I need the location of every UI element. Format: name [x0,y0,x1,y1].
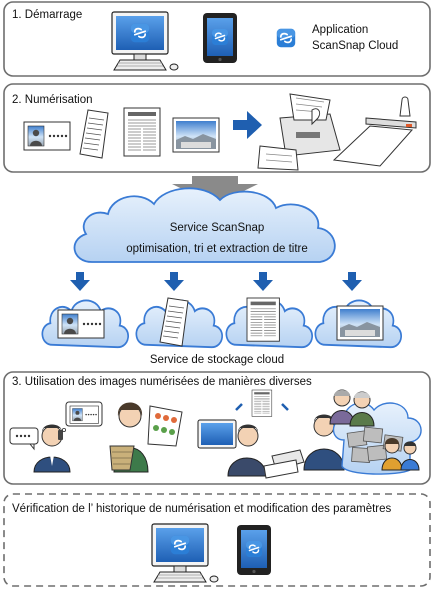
blue-down-arrow-icon [70,272,90,291]
shopping-woman-icon [109,402,183,473]
business-card-icon [23,121,71,151]
app-label-line2: ScanSnap Cloud [312,40,399,52]
panel-startup-title: 1. Démarrage [12,9,83,21]
panel-usage-title: 3. Utilisation des images numérisées de … [12,376,312,388]
photo-icon [336,305,384,341]
storage-label: Service de stockage cloud [149,354,285,366]
family-photos-icon [329,389,422,475]
business-card-icon [57,309,105,339]
document-icon [246,297,280,342]
panel-scanning-title: 2. Numérisation [12,94,93,106]
scansnap-cloud-app-icon [275,27,297,49]
panel-history-frame [3,493,431,587]
cloud-service-title: Service ScanSnap [169,222,265,234]
panel-history-title: Vérification de l’ historique de numéris… [12,503,392,515]
blue-down-arrow-icon [342,272,362,291]
cloud-service-subtitle: optimisation, tri et extraction de titre [126,243,308,255]
office-worker-icon [197,389,345,479]
phone-user-icon [9,401,103,473]
scan-arrow-icon [233,111,262,139]
blue-down-arrow-icon [164,272,184,291]
gray-down-arrow-icon [172,176,258,205]
portable-scanner-icon [332,96,417,167]
blue-down-arrow-icon [253,272,273,291]
scanner-icon [257,93,341,171]
photo-icon [172,117,220,153]
cloud-icon [73,187,336,263]
tablet-icon [203,13,237,63]
document-icon [123,107,161,157]
app-label-line1: Application [312,24,369,36]
tablet-icon [237,525,271,575]
